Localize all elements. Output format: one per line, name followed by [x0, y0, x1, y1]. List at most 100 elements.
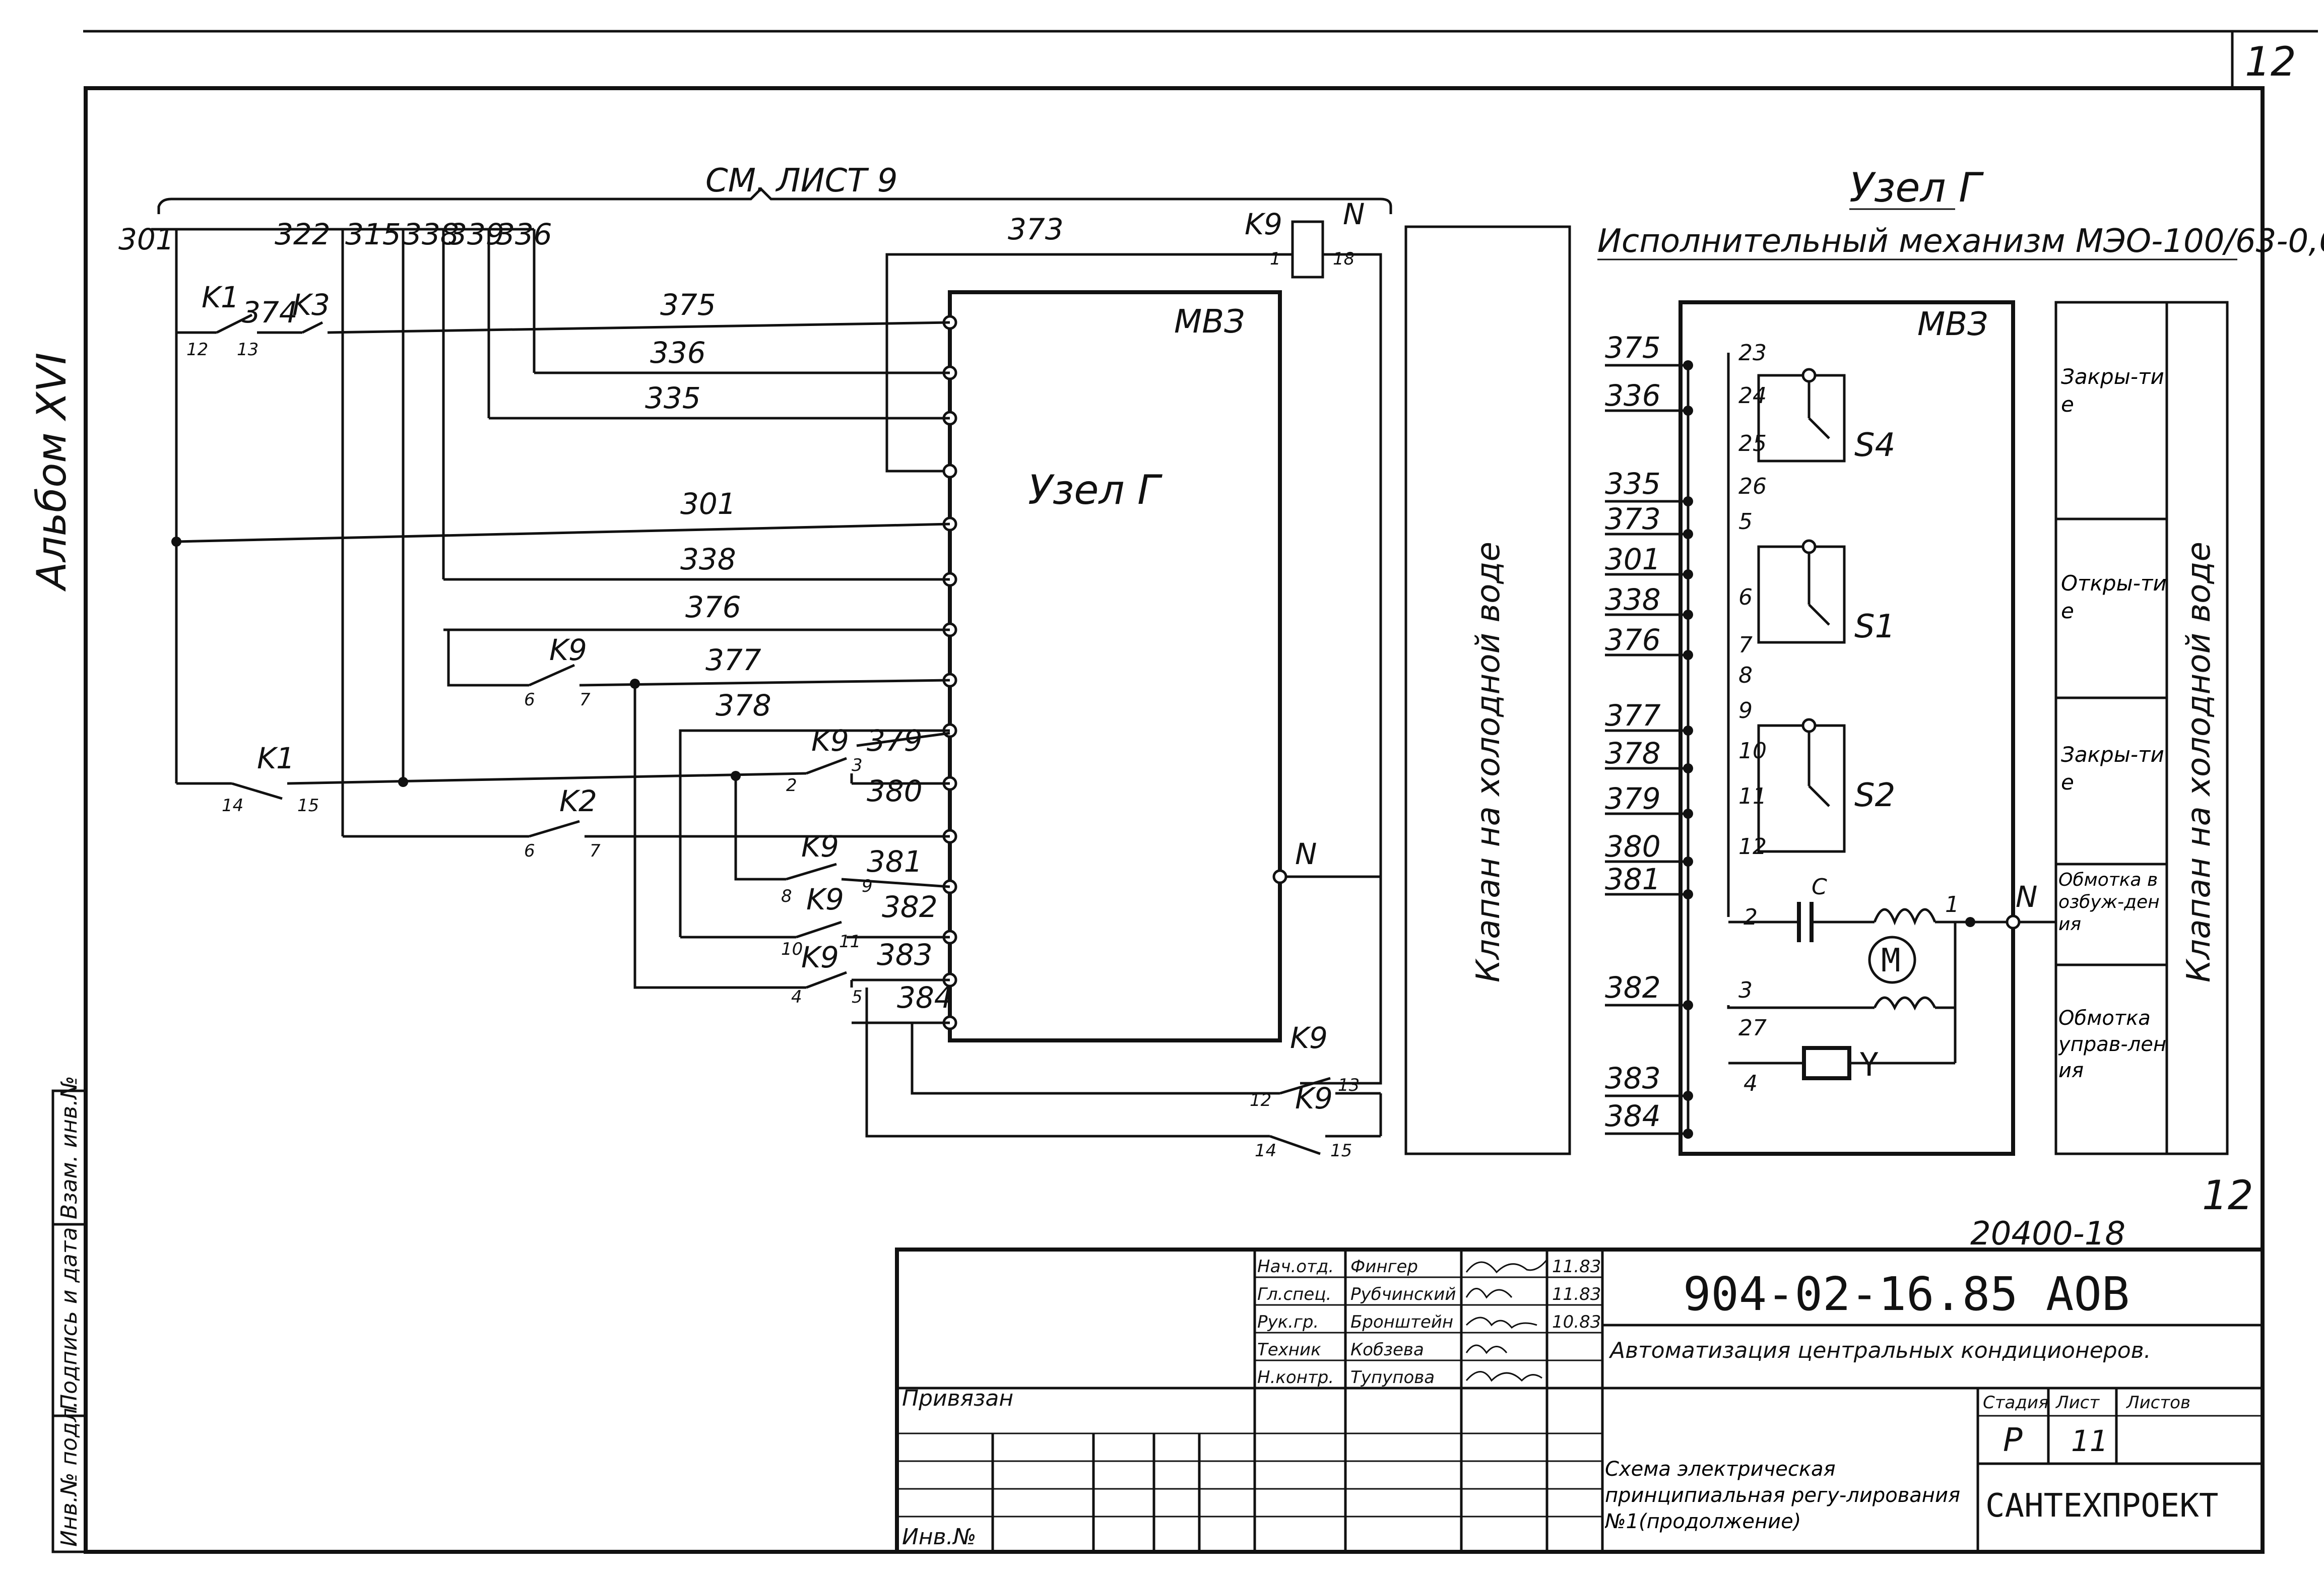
page-number: 12	[2245, 38, 2296, 85]
legend-row-open: Откры-тие	[2061, 571, 2167, 623]
pin-3: 3	[1738, 977, 1753, 1003]
sig-role-2: Гл.спец.	[1257, 1284, 1331, 1304]
wire-301-label: 301	[680, 487, 736, 521]
wire-373-label: 373	[1008, 212, 1064, 246]
archive-number: 20400-18	[1970, 1215, 2125, 1253]
reference-note: СМ. ЛИСТ 9	[705, 162, 897, 200]
pin-23: 23	[1738, 340, 1767, 366]
pin-26: 26	[1738, 474, 1767, 499]
contact-k9-1213: K9	[1290, 1021, 1328, 1055]
switch-s1: S1	[1854, 608, 1895, 645]
switch-s2: S2	[1854, 777, 1895, 814]
designation: 904-02-16.85 АОВ	[1683, 1267, 2129, 1321]
sig-name-3: Бронштейн	[1350, 1312, 1453, 1332]
motor-symbol	[1868, 936, 1916, 984]
contact-k9-23: K9	[811, 724, 849, 758]
relay-k9-coil	[1291, 220, 1324, 279]
album-label: Альбом XVI	[28, 353, 75, 592]
wire-338-label: 338	[680, 542, 736, 576]
terminal-315: 315	[345, 217, 401, 251]
legend-table: Закры-тие Откры-тие Закры-тие Обмотка во…	[2054, 301, 2229, 1155]
wire-382-label: 382	[882, 890, 938, 924]
sig-date-3: 10.83	[1552, 1312, 1601, 1332]
contact-k2-pin-7: 7	[590, 841, 601, 861]
legend-row-close-1: Закры-тие	[2061, 364, 2164, 417]
wire-384-label: 384	[897, 980, 953, 1015]
contact-k2: K2	[559, 784, 597, 818]
sheets-header: Листов	[2125, 1393, 2190, 1413]
motor-letter: M	[1881, 942, 1901, 979]
in-wire-378: 378	[1605, 736, 1661, 770]
mb3-right-block	[1679, 300, 2015, 1156]
contact-k9-1415-pin-15: 15	[1330, 1141, 1352, 1161]
legend-row-close-2: Закры-тие	[2061, 742, 2164, 795]
terminal-336: 336	[496, 217, 552, 251]
pin-1: 1	[1945, 892, 1959, 917]
wire-379-label: 379	[867, 724, 923, 758]
in-wire-379: 379	[1605, 781, 1661, 816]
legend-row-control: Обмотка управ-ления	[2058, 1007, 2167, 1082]
contact-k9-23-pin-2: 2	[786, 775, 797, 796]
terminal-339: 339	[448, 217, 504, 251]
contact-k9-23-pin-3: 3	[852, 755, 863, 775]
wire-336-label: 336	[650, 336, 706, 370]
relay-pin-18: 18	[1333, 249, 1354, 269]
brake-label: Y	[1859, 1046, 1879, 1084]
sig-role-1: Нач.отд.	[1257, 1257, 1334, 1277]
contact-k1-bottom-pin-15: 15	[297, 796, 319, 816]
contact-k9-45-pin-4: 4	[791, 987, 802, 1007]
mechanism-subtitle: Исполнительный механизм МЭО-100/63-0,63	[1597, 223, 2324, 260]
contact-k1-top-pin-12: 12	[186, 340, 208, 360]
sig-role-5: Н.контр.	[1257, 1367, 1334, 1388]
switch-s4: S4	[1854, 427, 1895, 464]
left-schematic: СМ. ЛИСТ 9 301 322 315 338 339 336 K9 1 …	[118, 162, 1392, 1161]
pin-24: 24	[1738, 383, 1767, 409]
in-wire-383: 383	[1605, 1061, 1661, 1095]
mb3-node-label: Узел Г	[1028, 467, 1163, 513]
pin-11: 11	[1738, 783, 1767, 809]
bound-label: Привязан	[902, 1386, 1013, 1411]
in-wire-381: 381	[1605, 862, 1661, 896]
node-title: Узел Г	[1849, 164, 1984, 211]
pin-25: 25	[1738, 431, 1767, 456]
sig-role-3: Рук.гр.	[1257, 1312, 1319, 1332]
in-wire-377: 377	[1605, 698, 1661, 733]
contact-k2-pin-6: 6	[524, 841, 535, 861]
contact-k9-67-pin-7: 7	[579, 690, 591, 710]
in-wire-301: 301	[1605, 542, 1661, 576]
terminal-322: 322	[275, 217, 331, 251]
contact-k1-bottom-pin-14: 14	[222, 796, 243, 816]
contact-k9-67: K9	[549, 633, 587, 667]
wire-376-label: 376	[685, 590, 741, 624]
pin-4: 4	[1744, 1071, 1758, 1096]
contact-k9-67-pin-6: 6	[524, 690, 535, 710]
wire-380-label: 380	[867, 774, 923, 808]
sheet-title: Схема электрическая принципиальная регу-…	[1605, 1458, 1960, 1533]
contact-k9-45-pin-5: 5	[852, 987, 863, 1007]
in-wire-338: 338	[1605, 582, 1661, 617]
sig-name-1: Фингер	[1350, 1257, 1418, 1277]
in-wire-384: 384	[1605, 1099, 1661, 1133]
contact-k1-top-pin-13: 13	[237, 340, 259, 360]
contact-k9-45: K9	[801, 940, 839, 974]
terminal-301: 301	[118, 222, 174, 256]
in-wire-335: 335	[1605, 467, 1661, 501]
relay-neutral: N	[1343, 197, 1365, 231]
motor-neutral: N	[2016, 880, 2037, 914]
pin-7: 7	[1738, 632, 1753, 658]
sig-name-4: Кобзева	[1350, 1340, 1424, 1360]
pin-8: 8	[1738, 663, 1753, 688]
side-stamp-signature: Подпись и дата	[56, 1227, 82, 1411]
mb3-block-name: МВЗ	[1174, 303, 1245, 341]
in-wire-376: 376	[1605, 623, 1661, 657]
contact-k1-bottom: K1	[257, 741, 295, 775]
sig-date-1: 11.83	[1552, 1257, 1601, 1277]
in-wire-336: 336	[1605, 378, 1661, 413]
pin-5: 5	[1738, 509, 1753, 535]
contact-k9-1011-pin-10: 10	[781, 939, 803, 959]
stage-value: Р	[2003, 1422, 2023, 1459]
in-wire-382: 382	[1605, 970, 1661, 1005]
contact-k9-1011: K9	[806, 882, 844, 916]
right-schematic: Узел Г Исполнительный механизм МЭО-100/6…	[1597, 164, 2324, 1156]
terminal-338: 338	[403, 217, 459, 251]
